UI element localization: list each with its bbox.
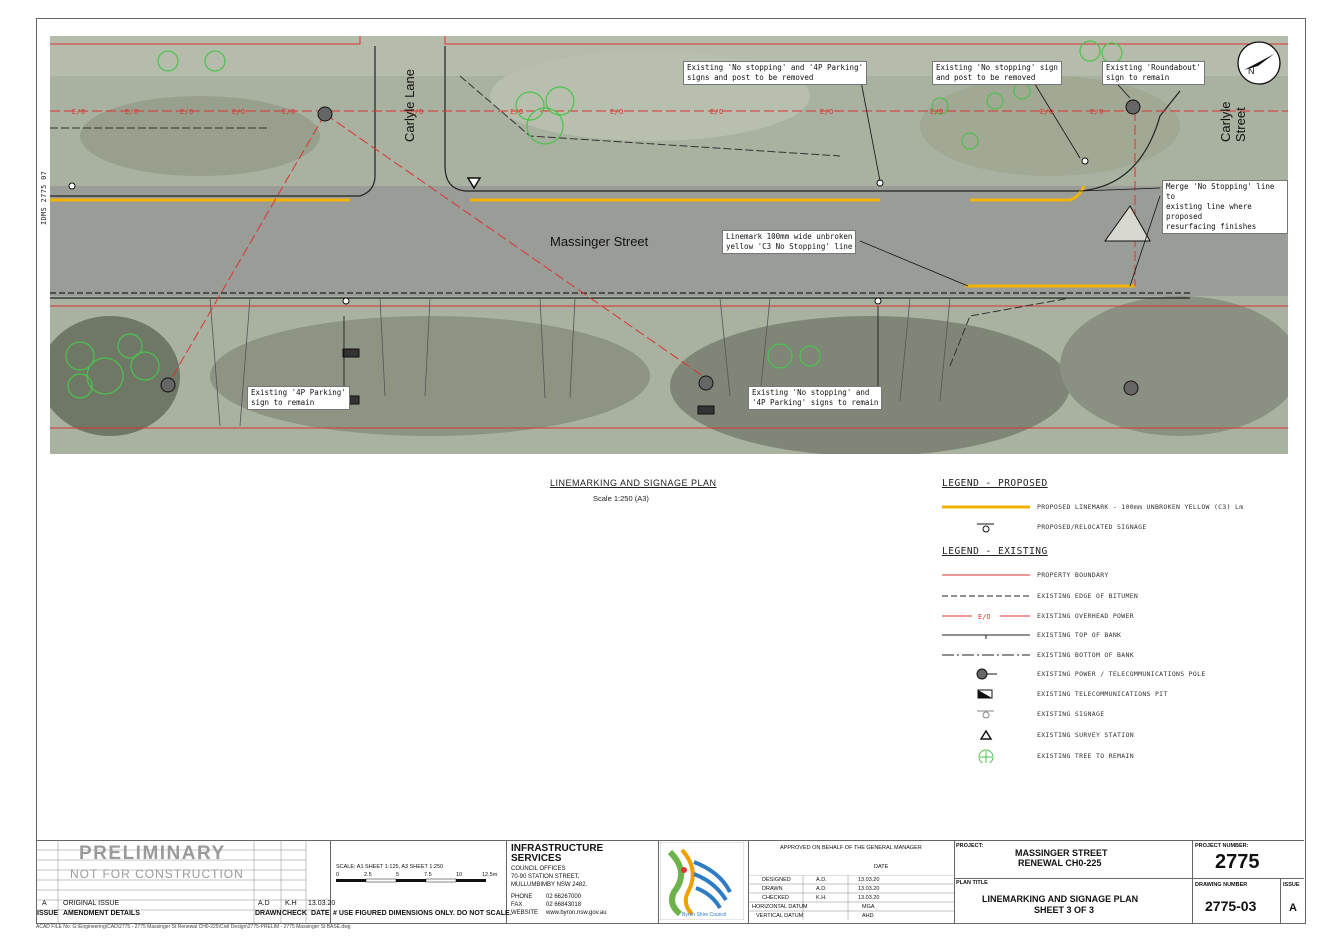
title-block	[36, 840, 1304, 924]
svg-text:E/O: E/O	[180, 108, 194, 116]
council-logo	[660, 842, 744, 920]
scale-bar	[336, 878, 486, 883]
plan-title-2: SHEET 3 OF 3	[1034, 905, 1095, 915]
header-drawn: DRAWN	[255, 910, 282, 917]
plan-view: E/O E/O E/O E/O E/O E/O E/O E/O E/O E/O …	[50, 36, 1288, 454]
note-roundabout-sign: Existing 'Roundabout' sign to remain	[1102, 61, 1205, 85]
issue-label: ISSUE	[1283, 882, 1300, 888]
street-massinger: Massinger Street	[550, 234, 649, 249]
drawing-number: 2775-03	[1205, 898, 1257, 914]
legend-telecom-pit: EXISTING TELECOMMUNICATIONS PIT	[942, 687, 1242, 703]
plan-scale: Scale 1:250 (A3)	[593, 494, 649, 503]
header-issue: ISSUE	[37, 910, 59, 917]
legend-top-bank: EXISTING TOP OF BANK	[942, 631, 1122, 639]
not-for-construction-stamp: NOT FOR CONSTRUCTION	[70, 867, 244, 881]
legend-overhead-power: E/O EXISTING OVERHEAD POWER	[942, 612, 1134, 621]
amend-check: K.H	[285, 900, 297, 907]
legend-survey-station: EXISTING SURVEY STATION	[942, 728, 1242, 744]
project-panel	[954, 841, 1193, 924]
plan-title: LINEMARKING AND SIGNAGE PLAN	[550, 478, 717, 488]
project-number-label: PROJECT NUMBER:	[1195, 843, 1249, 849]
plan-title-label: PLAN TITLE	[956, 880, 988, 886]
side-code: IDMS 2775 07	[40, 170, 48, 225]
svg-text:E/O: E/O	[1040, 108, 1054, 116]
amend-date: 13.03.20	[308, 900, 336, 907]
note-merge-line: Merge 'No Stopping' line to existing lin…	[1162, 180, 1288, 234]
council-logo-text: Byron Shire Council	[682, 912, 727, 918]
approval-panel	[748, 841, 955, 924]
svg-text:E/O: E/O	[710, 108, 724, 116]
svg-text:E/O: E/O	[232, 108, 246, 116]
drawing-sheet-border	[36, 18, 1306, 924]
note-4p-parking: Existing '4P Parking' sign to remain	[247, 386, 350, 410]
amend-details: ORIGINAL ISSUE	[63, 900, 120, 907]
svg-text:E/O: E/O	[930, 108, 944, 116]
plan-drawing: E/O E/O E/O E/O E/O E/O E/O E/O E/O E/O …	[50, 36, 1288, 454]
infra-title: INFRASTRUCTURE SERVICES	[511, 843, 604, 864]
street-carlyle-lane: Carlyle Lane	[402, 69, 417, 142]
amendment-grid	[36, 840, 330, 923]
logo-panel	[658, 841, 749, 924]
legend-property-boundary: PROPERTY BOUNDARY	[942, 571, 1109, 579]
dims-note: # USE FIGURED DIMENSIONS ONLY. DO NOT SC…	[333, 910, 512, 917]
svg-text:E/O: E/O	[510, 108, 524, 116]
drawing-number-label: DRAWING NUMBER	[1195, 882, 1248, 888]
amend-drawn: A.D	[258, 900, 270, 907]
approval-date-label: DATE	[874, 864, 889, 870]
svg-text:N: N	[1248, 66, 1255, 76]
legend-pole: EXISTING POWER / TELECOMMUNICATIONS POLE	[942, 667, 1242, 683]
approval-text: APPROVED ON BEHALF OF THE GENERAL MANAGE…	[780, 845, 922, 851]
note-remove-no-stopping: Existing 'No stopping' sign and post to …	[932, 61, 1062, 85]
svg-text:E/O: E/O	[1090, 108, 1104, 116]
preliminary-stamp: PRELIMINARY	[79, 843, 226, 864]
note-linemark: Linemark 100mm wide unbroken yellow 'C3 …	[722, 230, 857, 254]
infrastructure-panel	[506, 841, 659, 924]
plan-title-1: LINEMARKING AND SIGNAGE PLAN	[982, 894, 1139, 904]
svg-text:E/O: E/O	[978, 613, 991, 621]
north-arrow-icon: N	[1237, 41, 1281, 85]
cad-file: ACAD FILE No: G:\Engineering\CAD\2775 - …	[36, 924, 351, 930]
legend-bottom-bank: EXISTING BOTTOM OF BANK	[942, 651, 1134, 659]
issue-value: A	[1289, 902, 1297, 914]
project-name-1: MASSINGER STREET	[1015, 848, 1108, 858]
svg-text:E/O: E/O	[410, 108, 424, 116]
legend-proposed-heading: LEGEND - PROPOSED	[942, 478, 1048, 489]
legend-tree: EXISTING TREE TO REMAIN	[942, 749, 1242, 765]
svg-text:E/O: E/O	[820, 108, 834, 116]
legend-proposed-line: PROPOSED LINEMARK - 100mm UNBROKEN YELLO…	[942, 503, 1244, 511]
header-check: CHECK	[282, 910, 307, 917]
note-no-stopping-remain: Existing 'No stopping' and '4P Parking' …	[748, 386, 883, 410]
project-number: 2775	[1215, 851, 1260, 873]
legend-edge-bitumen: EXISTING EDGE OF BITUMEN	[942, 592, 1139, 600]
amendment-panel	[36, 841, 331, 924]
legend-existing-signage: EXISTING SIGNAGE	[942, 707, 1242, 723]
project-name-2: RENEWAL CH0-225	[1018, 858, 1102, 868]
note-remove-signs: Existing 'No stopping' and '4P Parking' …	[683, 61, 868, 85]
svg-text:E/O: E/O	[610, 108, 624, 116]
header-details: AMENDMENT DETAILS	[63, 910, 140, 917]
power-label-1: E/O	[72, 108, 86, 116]
legend-proposed-signage: PROPOSED/RELOCATED SIGNAGE	[942, 520, 1242, 536]
legend-existing-heading: LEGEND - EXISTING	[942, 546, 1048, 557]
scale-panel	[330, 841, 507, 924]
svg-text:E/O: E/O	[282, 108, 296, 116]
amend-issue: A	[42, 900, 47, 907]
svg-text:E/O: E/O	[125, 108, 139, 116]
project-label: PROJECT:	[956, 843, 984, 849]
header-date: DATE	[311, 910, 330, 917]
signoff-grid	[748, 875, 954, 920]
scale-note: SCALE: A1 SHEET 1:125, A3 SHEET 1:250	[336, 864, 444, 870]
